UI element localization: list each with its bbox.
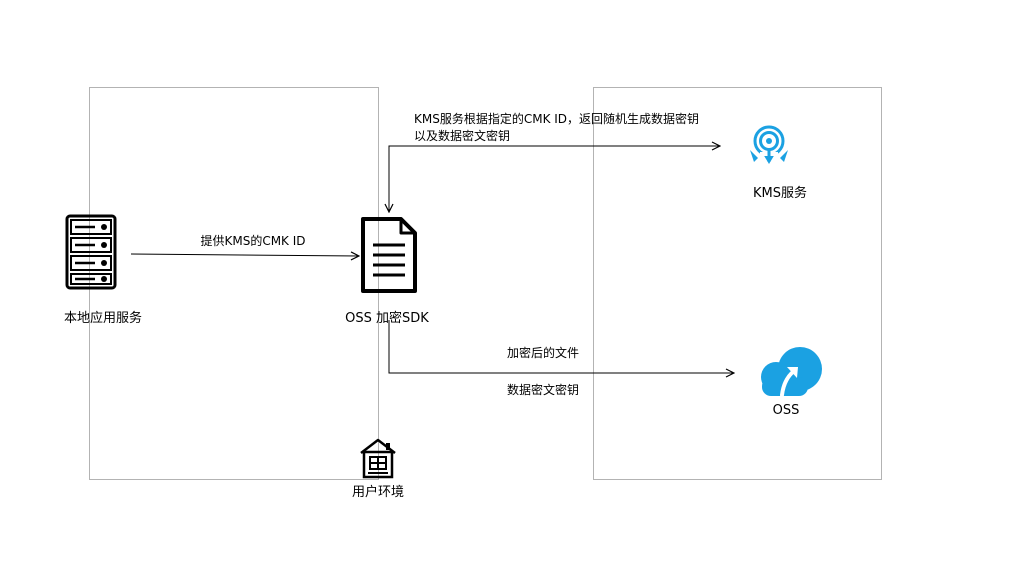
user-environment-label: 用户环境 bbox=[351, 485, 405, 500]
cloud-zone bbox=[593, 87, 882, 480]
kms-return-edge-label-line2: 以及数据密文密钥 bbox=[414, 129, 511, 143]
edge-app-to-sdk bbox=[130, 254, 359, 256]
oss-label: OSS bbox=[772, 403, 800, 418]
document-icon bbox=[361, 217, 417, 293]
local-app-label: 本地应用服务 bbox=[63, 311, 143, 326]
sdk-to-oss-edge-label-bottom: 数据密文密钥 bbox=[507, 383, 580, 397]
edge-sdk-to-kms bbox=[388, 146, 720, 212]
app-to-sdk-edge-label: 提供KMS的CMK ID bbox=[200, 234, 306, 248]
cloud-upload-icon bbox=[761, 347, 822, 397]
edge-sdk-to-oss bbox=[388, 320, 734, 373]
kms-return-edge-label-line1: KMS服务根据指定的CMK ID，返回随机生成数据密钥 bbox=[414, 112, 700, 126]
sdk-to-oss-edge-label-top: 加密后的文件 bbox=[507, 346, 580, 360]
kms-label: KMS服务 bbox=[753, 186, 807, 201]
server-icon bbox=[65, 214, 117, 290]
sdk-label: OSS 加密SDK bbox=[345, 311, 429, 326]
kms-key-icon bbox=[750, 125, 788, 164]
house-icon bbox=[360, 438, 396, 479]
